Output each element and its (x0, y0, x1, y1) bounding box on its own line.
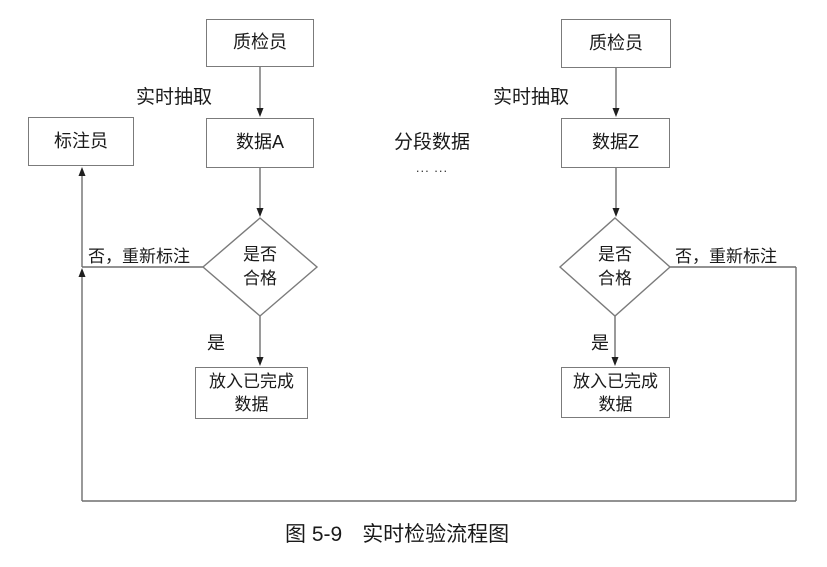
label-yes-left: 是 (207, 333, 225, 353)
arrowhead-loop-return (78, 268, 86, 277)
box-inspector-right: 质检员 (561, 19, 671, 68)
label-extract-left: 实时抽取 (136, 87, 213, 108)
box-inspector-left-label: 质检员 (233, 32, 287, 53)
decision-left-line2: 合格 (243, 269, 277, 288)
label-no-right: 否，重新标注 (675, 247, 777, 266)
decision-right-line2: 合格 (598, 269, 632, 288)
arrowhead-decision-right (612, 208, 620, 217)
decision-diamond-right (558, 217, 672, 317)
arrowhead-annotator (78, 167, 86, 176)
decision-left-text: 是否 合格 (203, 243, 317, 291)
arrowhead-done-left (256, 357, 264, 366)
box-done-left-line1: 放入已完成 (209, 372, 294, 391)
segmented-data-ellipsis: ... ... (415, 160, 449, 175)
box-dataA-label: 数据A (235, 132, 284, 153)
box-done-right-line1: 放入已完成 (573, 371, 658, 391)
segmented-data-note: 分段数据 ... ... (388, 132, 476, 174)
arrowhead-decision-left (256, 208, 264, 217)
box-dataA: 数据A (206, 118, 314, 168)
label-extract-right: 实时抽取 (493, 87, 570, 108)
decision-diamond-left (201, 217, 319, 317)
arrowhead-dataA (256, 108, 264, 117)
decision-left-line1: 是否 (243, 245, 277, 264)
box-done-right-line2: 数据 (598, 394, 633, 414)
decision-right-text: 是否 合格 (560, 243, 670, 291)
box-inspector-left: 质检员 (206, 19, 314, 67)
figure-caption-title: 实时检验流程图 (362, 523, 510, 546)
arrowhead-dataZ (612, 108, 620, 117)
arrowhead-done-right (611, 357, 619, 366)
label-yes-right: 是 (591, 333, 609, 353)
box-inspector-right-label: 质检员 (589, 32, 643, 53)
box-annotator: 标注员 (28, 117, 134, 166)
box-dataZ: 数据Z (561, 118, 670, 168)
box-done-left-line2: 数据 (234, 395, 269, 414)
decision-right-line1: 是否 (598, 245, 632, 264)
figure-caption: 图 5-9 实时检验流程图 (285, 518, 509, 548)
label-no-left: 否，重新标注 (88, 247, 190, 266)
figure-caption-number: 图 5-9 (285, 523, 343, 546)
segmented-data-label: 分段数据 (393, 132, 470, 153)
box-done-right: 放入已完成 数据 (561, 367, 670, 418)
box-dataZ-label: 数据Z (592, 132, 639, 153)
box-done-left: 放入已完成 数据 (195, 367, 308, 419)
box-annotator-label: 标注员 (54, 130, 108, 151)
